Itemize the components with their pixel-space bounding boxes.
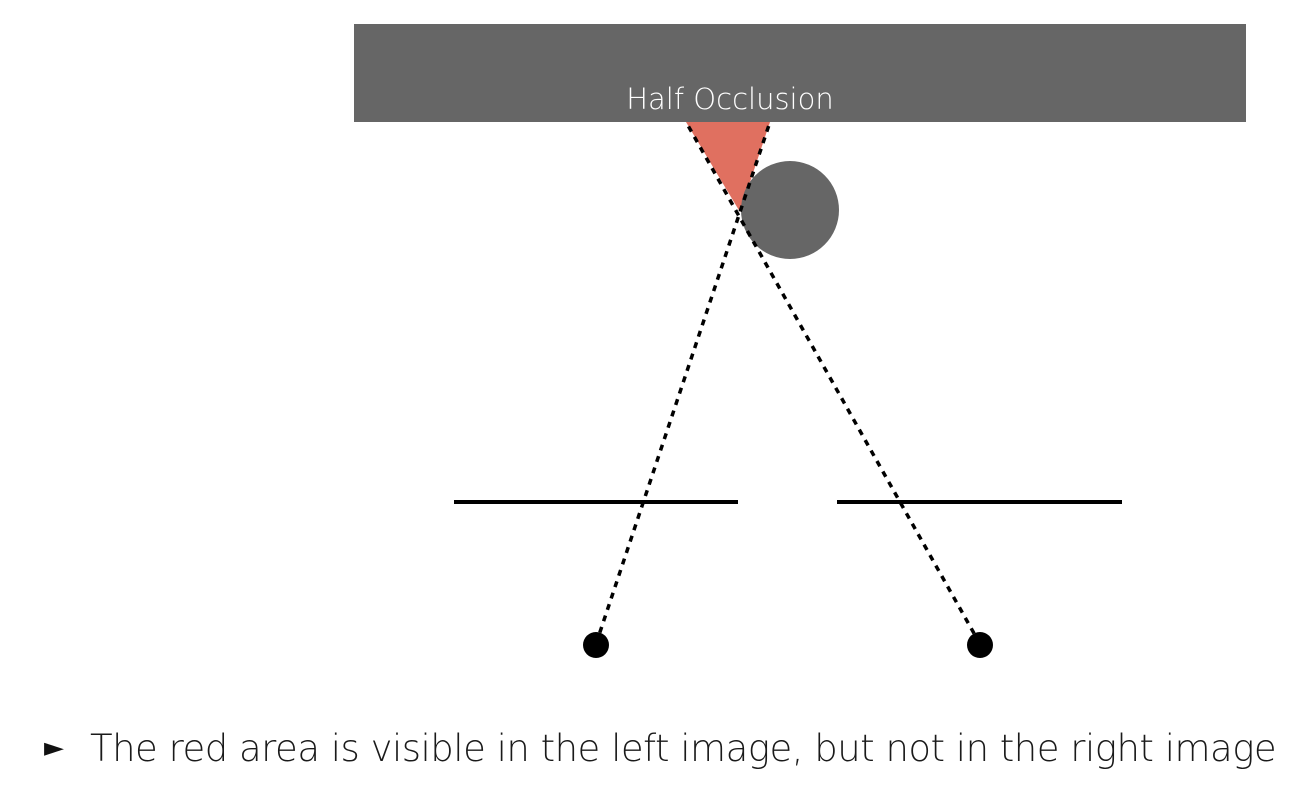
bullet-item: ► The red area is visible in the left im… xyxy=(44,718,1277,778)
bullet-text: The red area is visible in the left imag… xyxy=(90,726,1277,770)
right-camera-center xyxy=(967,632,993,658)
right-camera-ray xyxy=(684,121,982,645)
surface-label: Half Occlusion xyxy=(626,82,834,116)
bullet-arrow-icon: ► xyxy=(44,733,64,763)
occluded-region xyxy=(686,122,770,212)
left-camera-ray xyxy=(594,121,772,645)
occluder-circle xyxy=(741,161,839,259)
left-camera-center xyxy=(583,632,609,658)
background-surface xyxy=(354,24,1246,122)
